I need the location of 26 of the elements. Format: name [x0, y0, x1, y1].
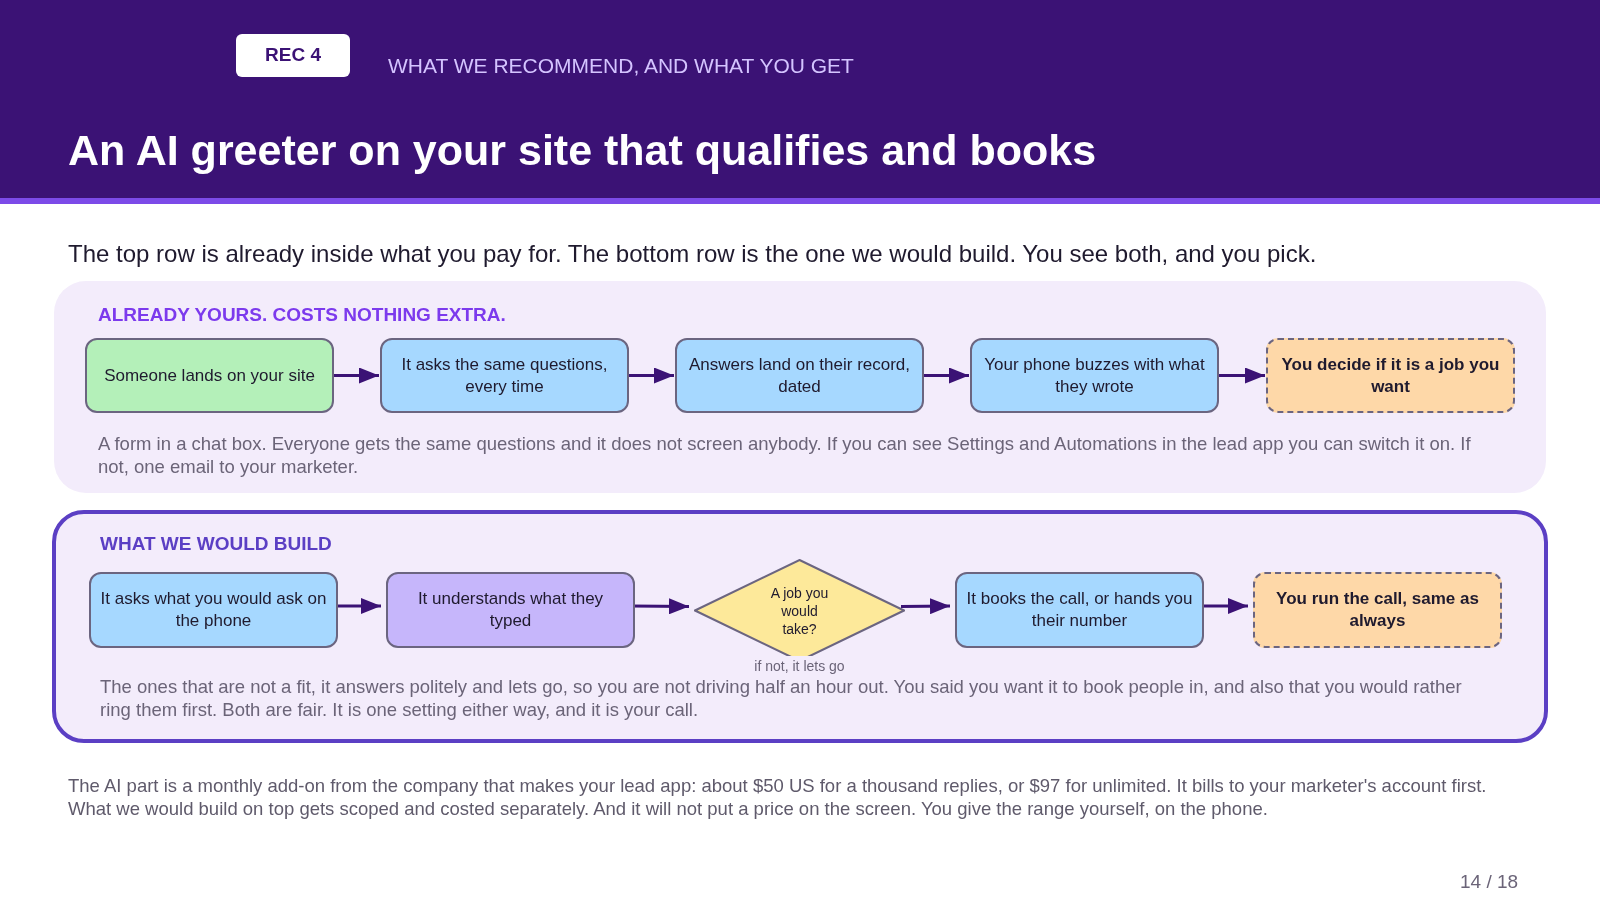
arrow: [1219, 367, 1265, 384]
panel: [54, 281, 1546, 493]
footnote: The AI part is a monthly add-on from the company that makes your lead app: about $50 US for a thousand replies, or $97 for unlimited. It bills to your marketer's account first. What we would build on top gets scoped and costed separately. And it will not put a price on the screen. You give the range yourself, on the phone.: [68, 774, 1488, 820]
arrow: [901, 598, 950, 615]
panel-note: The ones that are not a fit, it answers politely and lets go, so you are not driving half an hour out. You said you want it to book people in, and also that you would rather ring them first. Both are fair. It is one setting either way, and it is your call.: [100, 675, 1463, 721]
rec-badge: REC 4: [236, 34, 350, 77]
start-box: Someone lands on your site: [85, 338, 334, 413]
process-box: It asks what you would ask on the phone: [89, 572, 338, 648]
page-number: 14 / 18: [1460, 870, 1519, 894]
title: An AI greeter on your site that qualifies and books: [68, 125, 1097, 176]
arrow: [924, 367, 969, 384]
outcome-box: You decide if it is a job you want: [1266, 338, 1515, 413]
outlined-panel: [52, 510, 1548, 743]
arrow: [629, 367, 674, 384]
panel-heading: ALREADY YOURS. COSTS NOTHING EXTRA.: [98, 303, 506, 327]
process-box: It books the call, or hands you their number: [955, 572, 1204, 648]
intro-text: The top row is already inside what you pay for. The bottom row is the one we would build. You see both, and you pick.: [68, 239, 1317, 269]
process-box: Answers land on their record, dated: [675, 338, 924, 413]
process-box: It understands what they typed: [386, 572, 635, 648]
arrow: [334, 367, 379, 384]
process-box: It asks the same questions, every time: [380, 338, 629, 413]
panel-note: A form in a chat box. Everyone gets the same questions and it does not screen anybody. If you can see Settings and Automations in the lead app you can switch it on. If not, one email to your marketer.: [98, 432, 1472, 478]
section-label: WHAT WE RECOMMEND, AND WHAT YOU GET: [388, 53, 854, 79]
process-box: Your phone buzzes with what they wrote: [970, 338, 1219, 413]
panel-heading: WHAT WE WOULD BUILD: [100, 532, 332, 556]
outcome-box: You run the call, same as always: [1253, 572, 1502, 648]
